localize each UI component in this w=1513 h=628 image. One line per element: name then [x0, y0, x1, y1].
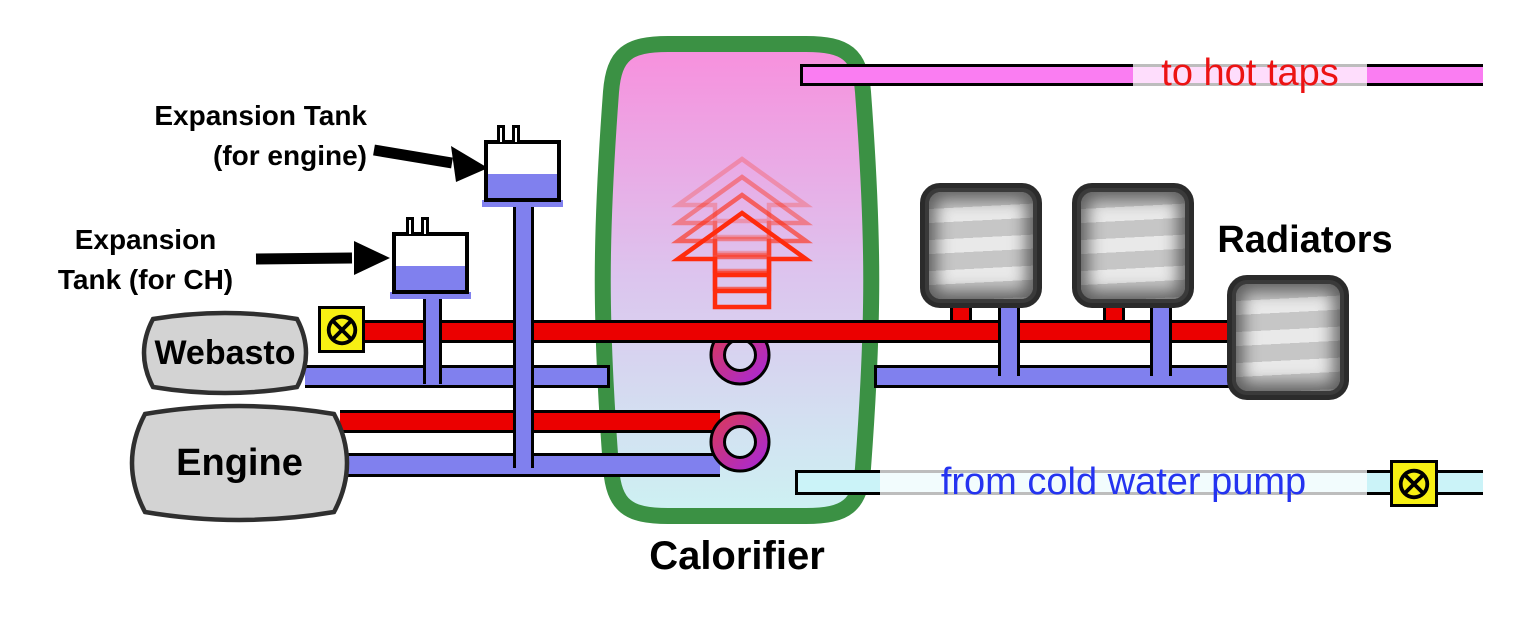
radiator-1 — [920, 183, 1042, 308]
tank-vent-prong — [421, 217, 429, 234]
calorifier-body — [594, 36, 880, 524]
radiator-fins — [1236, 284, 1340, 391]
label-to-hot-taps: to hot taps — [1161, 52, 1339, 94]
hot-taps-label-band — [1133, 64, 1367, 86]
ch-return-pipe-right — [874, 365, 1232, 388]
cold-water-label-band — [880, 470, 1367, 495]
label-line: Tank (for CH) — [57, 264, 234, 295]
label-radiators: Radiators — [1217, 219, 1393, 261]
engine-block — [129, 403, 350, 523]
label-expansion-tank-ch: Expansion Tank (for CH) — [43, 220, 248, 300]
ch-supply-pipe — [364, 320, 1232, 343]
label-arrow-ch-tank — [255, 241, 390, 275]
ch-expansion-stem — [423, 296, 442, 384]
label-line: Expansion Tank — [154, 100, 367, 131]
label-webasto: Webasto — [154, 334, 296, 372]
tank-vent-prong — [497, 125, 505, 142]
circle-x-icon — [1398, 468, 1430, 499]
cold-water-valve-icon — [1390, 460, 1438, 507]
label-engine: Engine — [176, 442, 303, 484]
engine-expansion-flange — [482, 200, 563, 207]
radiator1-return-stub — [998, 300, 1020, 376]
radiator-3 — [1227, 275, 1349, 400]
radiator-fins — [1081, 192, 1185, 299]
ch-expansion-flange — [390, 292, 471, 299]
radiator-fins — [929, 192, 1033, 299]
label-expansion-tank-engine: Expansion Tank (for engine) — [90, 96, 367, 176]
engine-expansion-stem — [513, 204, 534, 468]
tank-water-level — [488, 174, 557, 198]
label-line: Expansion — [74, 224, 217, 255]
expansion-tank-ch — [392, 232, 469, 294]
expansion-tank-engine — [484, 140, 561, 202]
calorifier-tank — [594, 36, 880, 524]
label-line: (for engine) — [213, 140, 367, 171]
radiator2-return-stub — [1150, 300, 1172, 376]
ch-return-pipe-left — [305, 365, 610, 388]
webasto-valve-icon — [318, 306, 365, 353]
engine-coil-icon — [709, 411, 771, 473]
label-calorifier: Calorifier — [649, 534, 825, 578]
label-from-cold-water-pump: from cold water pump — [940, 461, 1307, 503]
label-arrow-engine-tank — [373, 144, 488, 182]
circle-x-icon — [326, 314, 357, 345]
webasto-heater — [141, 310, 309, 396]
tank-vent-prong — [406, 217, 414, 234]
tank-vent-prong — [512, 125, 520, 142]
radiator-2 — [1072, 183, 1194, 308]
tank-water-level — [396, 266, 465, 290]
heat-arrows-icon — [671, 156, 813, 310]
